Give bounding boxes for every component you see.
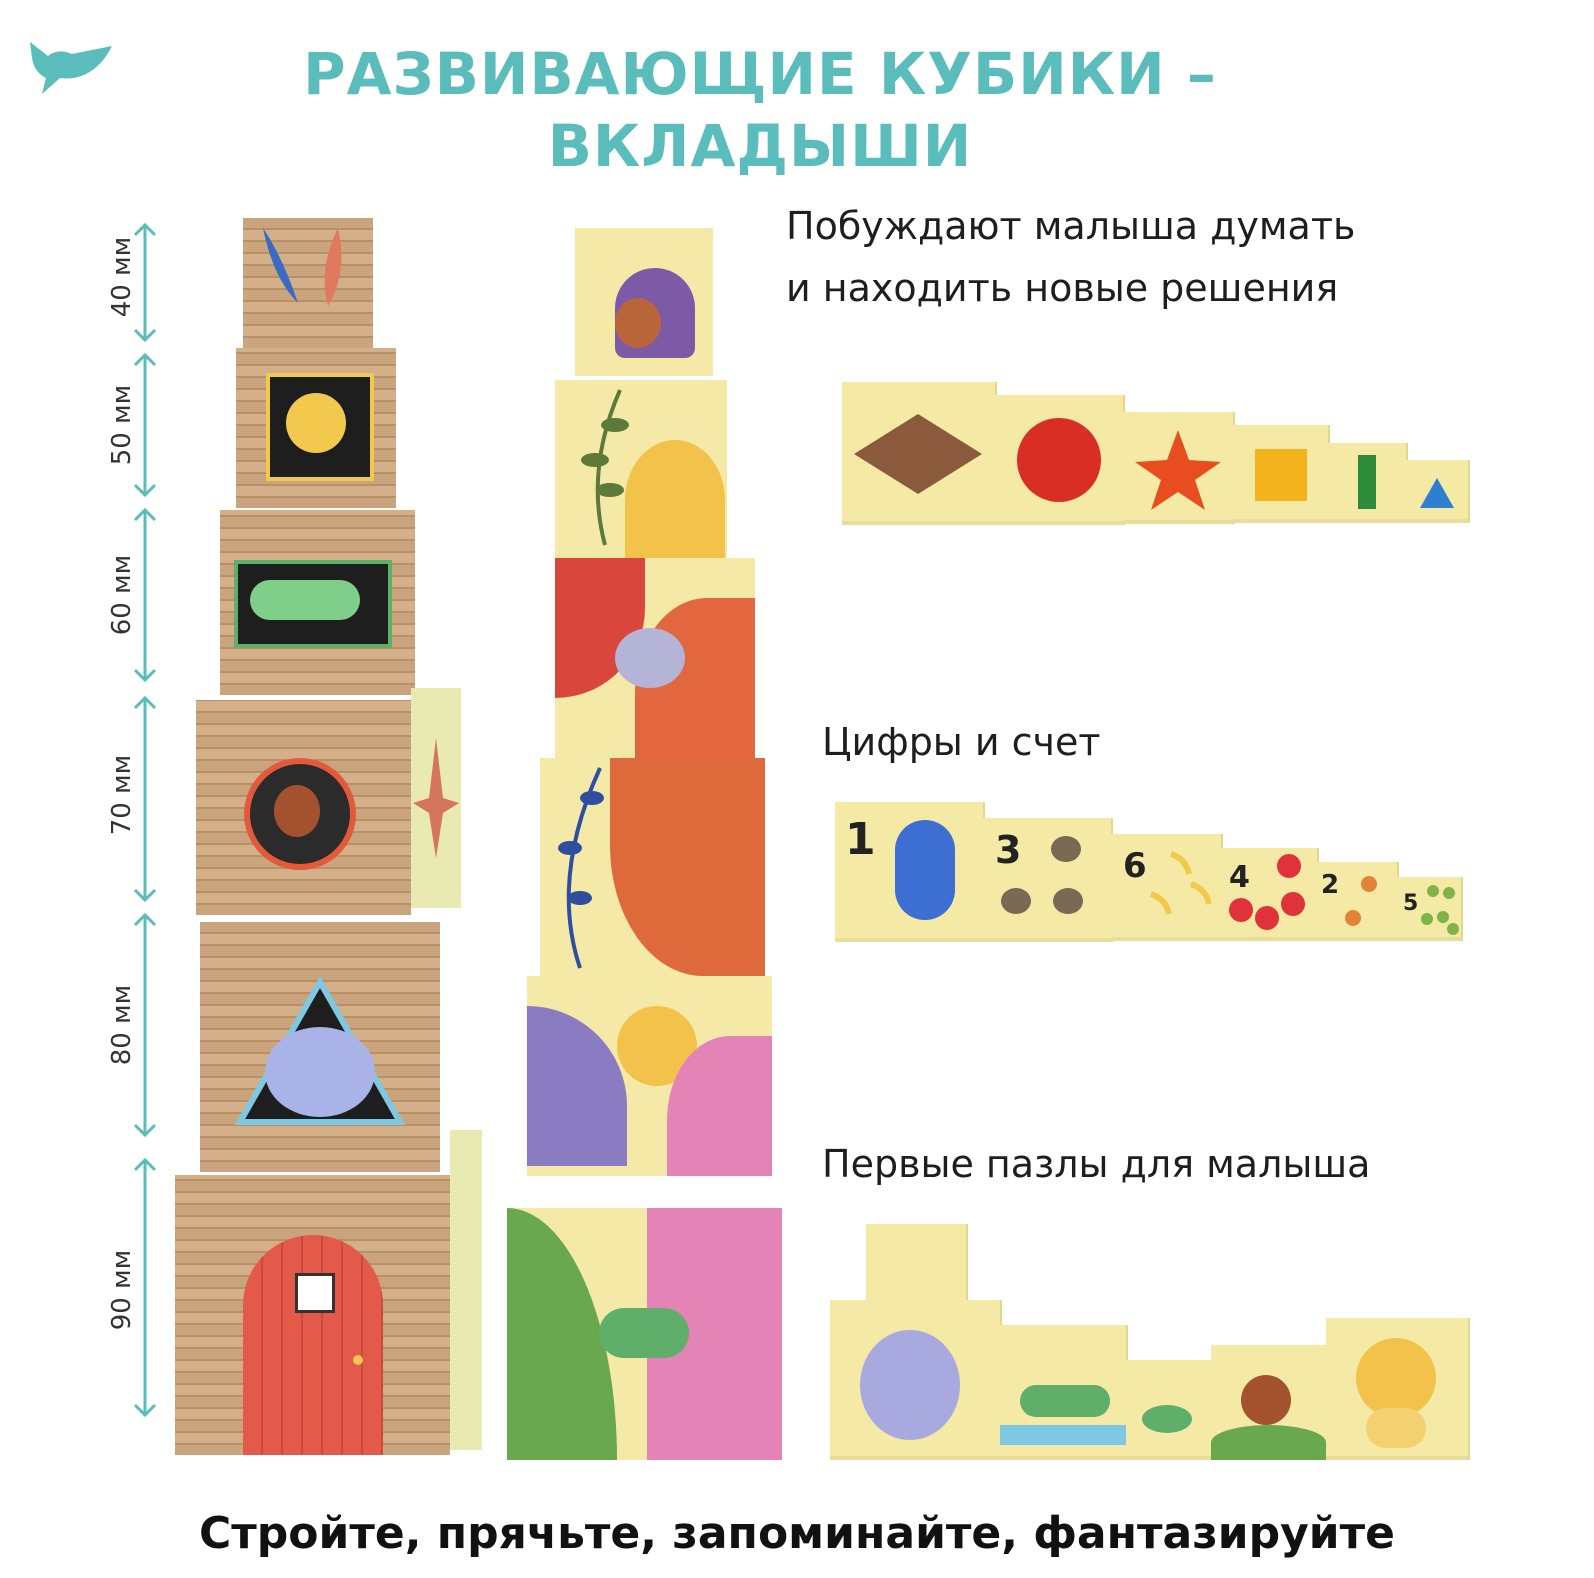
frog-icon: [1142, 1405, 1192, 1433]
puzzle-cube-lion: [1326, 1318, 1470, 1460]
banana-icon: [1149, 851, 1212, 915]
title-line-2: ВКЛАДЫШИ: [547, 112, 973, 180]
caption-think-line-1: Побуждают малыша думать: [786, 204, 1356, 248]
caption-numbers: Цифры и счет: [822, 720, 1101, 764]
jungle-cube-60: [555, 558, 755, 758]
door-icon: [243, 1235, 383, 1455]
puzzle-cube-monkey: [1211, 1345, 1328, 1460]
number-cube-6: 6: [1111, 834, 1223, 941]
puzzle-cube-elephant: [830, 1300, 1002, 1460]
bottom-slogan: Стройте, прячьте, запоминайте, фантазиру…: [199, 1508, 1395, 1559]
number-label: 1: [845, 814, 876, 865]
dimension-label-50: 50 мм: [107, 384, 137, 466]
puzzle-cube-frog: [1126, 1360, 1213, 1460]
dimension-label-40: 40 мм: [107, 236, 137, 318]
caption-think-line-2: и находить новые решения: [786, 266, 1339, 310]
number-label: 3: [995, 828, 1022, 872]
title-line-1: РАЗВИВАЮЩИЕ КУБИКИ –: [303, 40, 1217, 108]
shape-cube-square: [1233, 425, 1330, 523]
shape-cube-bar: [1328, 443, 1408, 523]
shape-cube-circle: [995, 395, 1125, 525]
bar-icon: [1358, 455, 1376, 509]
number-cube-2: 2: [1317, 862, 1399, 941]
pea-icon: [1421, 885, 1459, 935]
number-cube-1: 1: [835, 802, 985, 942]
jungle-cube-80: [527, 976, 772, 1176]
jungle-cube-40: [575, 228, 713, 376]
bird-logo-icon: [30, 42, 112, 94]
dimension-arrows: [133, 222, 157, 1418]
star-icon: [1135, 430, 1221, 510]
butterfly-icon: [1345, 876, 1377, 926]
number-label: 4: [1229, 860, 1250, 895]
number-cube-3: 3: [983, 818, 1113, 942]
caption-puzzles: Первые пазлы для малыша: [822, 1142, 1371, 1186]
parrot-icon: [895, 820, 955, 920]
monkey-icon: [1241, 1375, 1291, 1425]
number-label: 2: [1321, 870, 1340, 900]
triangle-icon: [1420, 478, 1454, 508]
crocodile-icon: [250, 580, 360, 620]
number-cube-5: 5: [1397, 877, 1463, 941]
tower-cube-70-side: [411, 688, 461, 908]
elephant-icon: [860, 1330, 960, 1440]
lion-icon: [286, 393, 346, 453]
jungle-cube-70: [540, 758, 765, 976]
shape-cube-diamond: [842, 382, 997, 525]
jungle-cube-50: [555, 380, 727, 558]
dimension-label-70: 70 мм: [107, 754, 137, 836]
tower-cube-40: [243, 218, 373, 348]
tower-cube-50: [236, 348, 396, 508]
tower-cube-90-side: [450, 1130, 482, 1450]
tower-cube-90: [175, 1175, 450, 1455]
number-label: 5: [1403, 891, 1419, 916]
dimension-label-60: 60 мм: [107, 554, 137, 636]
number-cube-4: 4: [1221, 848, 1319, 941]
dimension-label-90: 90 мм: [107, 1249, 137, 1331]
lion-icon: [1356, 1338, 1436, 1418]
puzzle-cube-crocodile: [1000, 1325, 1128, 1460]
diamond-icon: [854, 414, 982, 494]
tower-cube-60: [220, 510, 415, 695]
tower-cube-70: [196, 700, 411, 915]
number-label: 6: [1123, 846, 1147, 886]
square-icon: [1255, 449, 1307, 501]
circle-icon: [1017, 418, 1101, 502]
shape-cube-triangle: [1406, 460, 1470, 523]
tower-cube-80: [200, 922, 440, 1172]
monkey-window-icon: [244, 758, 356, 870]
balloon-icon: [1229, 854, 1305, 930]
shape-cube-star: [1123, 412, 1235, 524]
frog-icon: [1051, 836, 1081, 862]
puzzle-cube-small: [866, 1224, 968, 1304]
dimension-label-80: 80 мм: [107, 984, 137, 1066]
jungle-cube-90: [507, 1208, 782, 1460]
crocodile-icon: [1020, 1385, 1110, 1417]
